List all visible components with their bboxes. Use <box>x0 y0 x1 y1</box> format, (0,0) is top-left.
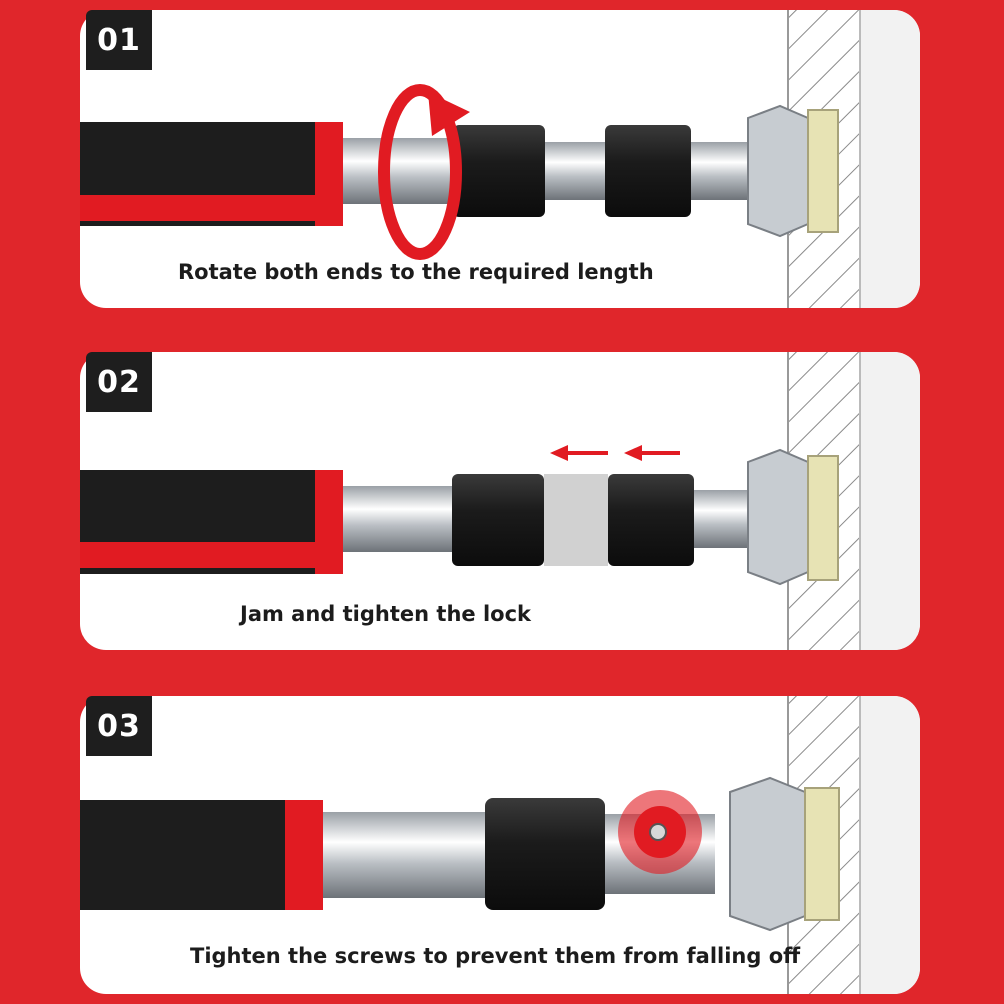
step-caption: Jam and tighten the lock <box>240 602 531 626</box>
step-caption: Rotate both ends to the required length <box>178 260 654 284</box>
hex-end-cap <box>747 448 809 586</box>
chrome-tube <box>343 138 463 204</box>
hex-end-cap <box>729 776 806 932</box>
step1-illustration <box>80 10 920 308</box>
screw-highlight-icon <box>618 790 702 874</box>
rotate-arrow-icon <box>378 84 470 260</box>
rubber-pad <box>804 787 840 921</box>
lock-sleeve-left <box>452 474 544 566</box>
rubber-pad <box>807 109 839 233</box>
grip-end-cap <box>315 122 343 226</box>
step-panel-1 <box>80 10 920 308</box>
hex-end-cap <box>747 104 809 238</box>
lock-sleeve-right <box>605 125 691 217</box>
grip-end-cap <box>285 800 323 910</box>
left-arrow-icon <box>550 445 680 461</box>
rubber-pad <box>807 455 839 581</box>
chrome-tube <box>323 812 493 898</box>
step-caption: Tighten the screws to prevent them from … <box>190 944 801 968</box>
foam-grip <box>80 800 295 910</box>
lock-sleeve <box>485 798 605 910</box>
lock-sleeve-right <box>608 474 694 566</box>
step-number-badge: 01 <box>86 10 152 70</box>
chrome-tube <box>343 486 455 552</box>
step-number-badge: 03 <box>86 696 152 756</box>
step-panel-3 <box>80 696 920 994</box>
step3-illustration <box>80 696 920 994</box>
step-panel-2 <box>80 352 920 650</box>
step2-illustration <box>80 352 920 650</box>
step-number-badge: 02 <box>86 352 152 412</box>
lock-sleeve-left <box>453 125 545 217</box>
sleeve-motion-ghost <box>544 474 608 566</box>
grip-end-cap <box>315 470 343 574</box>
